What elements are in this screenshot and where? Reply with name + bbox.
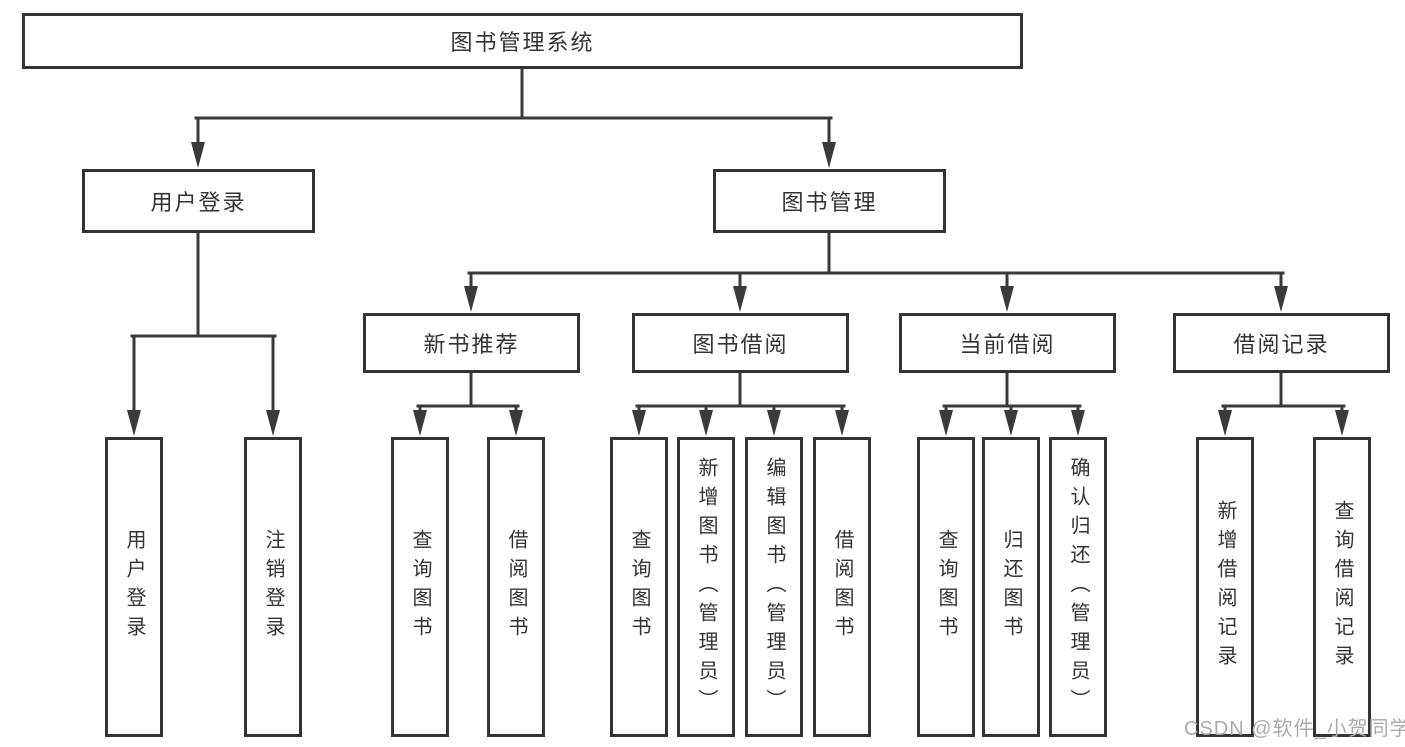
node-label: 编辑图书（管理员） bbox=[763, 456, 785, 718]
node-label: 查询图书 bbox=[409, 529, 431, 645]
node-label: 新增借阅记录 bbox=[1214, 500, 1236, 674]
leaf-borrow-books-recommend: 借阅图书 bbox=[487, 437, 545, 737]
leaf-user-login: 用户登录 bbox=[105, 437, 163, 737]
csdn-watermark: CSDN @软件_小贺同学 bbox=[1184, 718, 1405, 740]
node-new-book-recommend: 新书推荐 bbox=[363, 313, 580, 373]
node-label: 图书管理系统 bbox=[450, 30, 595, 55]
node-current-borrow: 当前借阅 bbox=[899, 313, 1116, 373]
node-borrow-record: 借阅记录 bbox=[1173, 313, 1390, 373]
node-label: 查询图书 bbox=[935, 529, 957, 645]
node-label: 查询图书 bbox=[628, 529, 650, 645]
node-user-login-branch: 用户登录 bbox=[82, 169, 315, 233]
leaf-confirm-return-admin: 确认归还（管理员） bbox=[1049, 437, 1107, 737]
node-label: 注销登录 bbox=[262, 529, 284, 645]
node-book-management-branch: 图书管理 bbox=[713, 169, 946, 233]
node-root-system: 图书管理系统 bbox=[22, 13, 1023, 69]
node-label: 用户登录 bbox=[123, 529, 145, 645]
leaf-add-books-admin: 新增图书（管理员） bbox=[677, 437, 735, 737]
leaf-query-books-recommend: 查询图书 bbox=[391, 437, 449, 737]
leaf-add-borrow-record: 新增借阅记录 bbox=[1196, 437, 1254, 737]
leaf-edit-books-admin: 编辑图书（管理员） bbox=[745, 437, 803, 737]
node-label: 查询借阅记录 bbox=[1331, 500, 1353, 674]
node-label: 借阅图书 bbox=[831, 529, 853, 645]
node-label: 借阅图书 bbox=[505, 529, 527, 645]
leaf-logout: 注销登录 bbox=[244, 437, 302, 737]
node-label: 图书借阅 bbox=[692, 332, 789, 357]
leaf-query-books-borrow: 查询图书 bbox=[610, 437, 668, 737]
node-book-borrow: 图书借阅 bbox=[632, 313, 849, 373]
node-label: 新增图书（管理员） bbox=[695, 456, 717, 718]
node-label: 归还图书 bbox=[1000, 529, 1022, 645]
leaf-query-borrow-record: 查询借阅记录 bbox=[1313, 437, 1371, 737]
node-label: 确认归还（管理员） bbox=[1067, 456, 1089, 718]
node-label: 当前借阅 bbox=[959, 332, 1056, 357]
node-label: 借阅记录 bbox=[1233, 332, 1330, 357]
node-label: 图书管理 bbox=[781, 190, 878, 215]
leaf-return-books: 归还图书 bbox=[982, 437, 1040, 737]
node-label: 新书推荐 bbox=[423, 332, 520, 357]
leaf-borrow-books: 借阅图书 bbox=[813, 437, 871, 737]
node-label: 用户登录 bbox=[150, 190, 247, 215]
leaf-query-books-current: 查询图书 bbox=[917, 437, 975, 737]
